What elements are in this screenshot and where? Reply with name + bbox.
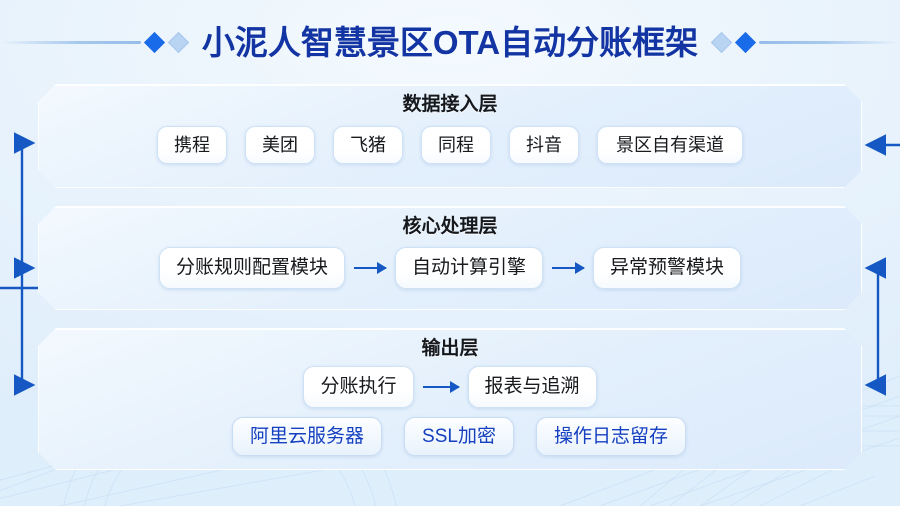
output-flow-row: 分账执行 报表与追溯 [39, 366, 861, 408]
layer-panel-core-processing: 核心处理层 分账规则配置模块 自动计算引擎 异常预警模块 [38, 206, 862, 310]
title-rule-right [759, 40, 900, 44]
data-source-chip-own-channel[interactable]: 景区自有渠道 [597, 126, 743, 165]
output-support-row: 阿里云服务器 SSL加密 操作日志留存 [39, 417, 861, 457]
page-title: 小泥人智慧景区OTA自动分账框架 [201, 23, 699, 61]
arrow-exec-to-report [423, 386, 459, 388]
data-source-chip-tongcheng[interactable]: 同程 [421, 126, 491, 165]
layer-panel-data-access: 数据接入层 携程 美团 飞猪 同程 抖音 景区自有渠道 [38, 84, 862, 188]
support-chip-operation-log[interactable]: 操作日志留存 [536, 417, 686, 457]
support-chip-aliyun-server[interactable]: 阿里云服务器 [232, 417, 382, 457]
title-decor-left [143, 31, 189, 53]
data-source-chip-douyin[interactable]: 抖音 [509, 126, 579, 165]
data-source-chip-row: 携程 美团 飞猪 同程 抖音 景区自有渠道 [39, 126, 861, 165]
output-box-report-trace[interactable]: 报表与追溯 [468, 366, 597, 408]
support-chip-ssl-encryption[interactable]: SSL加密 [404, 417, 514, 457]
core-box-calc-engine[interactable]: 自动计算引擎 [395, 247, 543, 289]
data-source-chip-ctrip[interactable]: 携程 [157, 126, 227, 165]
page-title-row: 小泥人智慧景区OTA自动分账框架 [0, 18, 900, 66]
output-box-settlement-exec[interactable]: 分账执行 [303, 366, 413, 408]
title-decor-right [711, 31, 757, 53]
layer-title-data-access: 数据接入层 [402, 94, 498, 115]
layer-title-output: 输出层 [421, 338, 479, 359]
core-flow-row: 分账规则配置模块 自动计算引擎 异常预警模块 [39, 247, 861, 289]
layer-panel-output: 输出层 分账执行 报表与追溯 阿里云服务器 SSL加密 操作日志留存 [38, 328, 862, 470]
data-source-chip-fliggy[interactable]: 飞猪 [333, 126, 403, 165]
data-source-chip-meituan[interactable]: 美团 [245, 126, 315, 165]
arrow-rule-to-engine [354, 267, 386, 269]
core-box-alert-module[interactable]: 异常预警模块 [593, 247, 741, 289]
diamond-solid-icon [143, 31, 165, 53]
title-rule-left [0, 40, 141, 44]
core-box-rule-config[interactable]: 分账规则配置模块 [159, 247, 345, 289]
diamond-solid-icon [735, 31, 757, 53]
diamond-light-icon [711, 31, 733, 53]
diamond-light-icon [167, 31, 189, 53]
arrow-engine-to-alert [552, 267, 584, 269]
layer-title-core-processing: 核心处理层 [402, 216, 498, 237]
